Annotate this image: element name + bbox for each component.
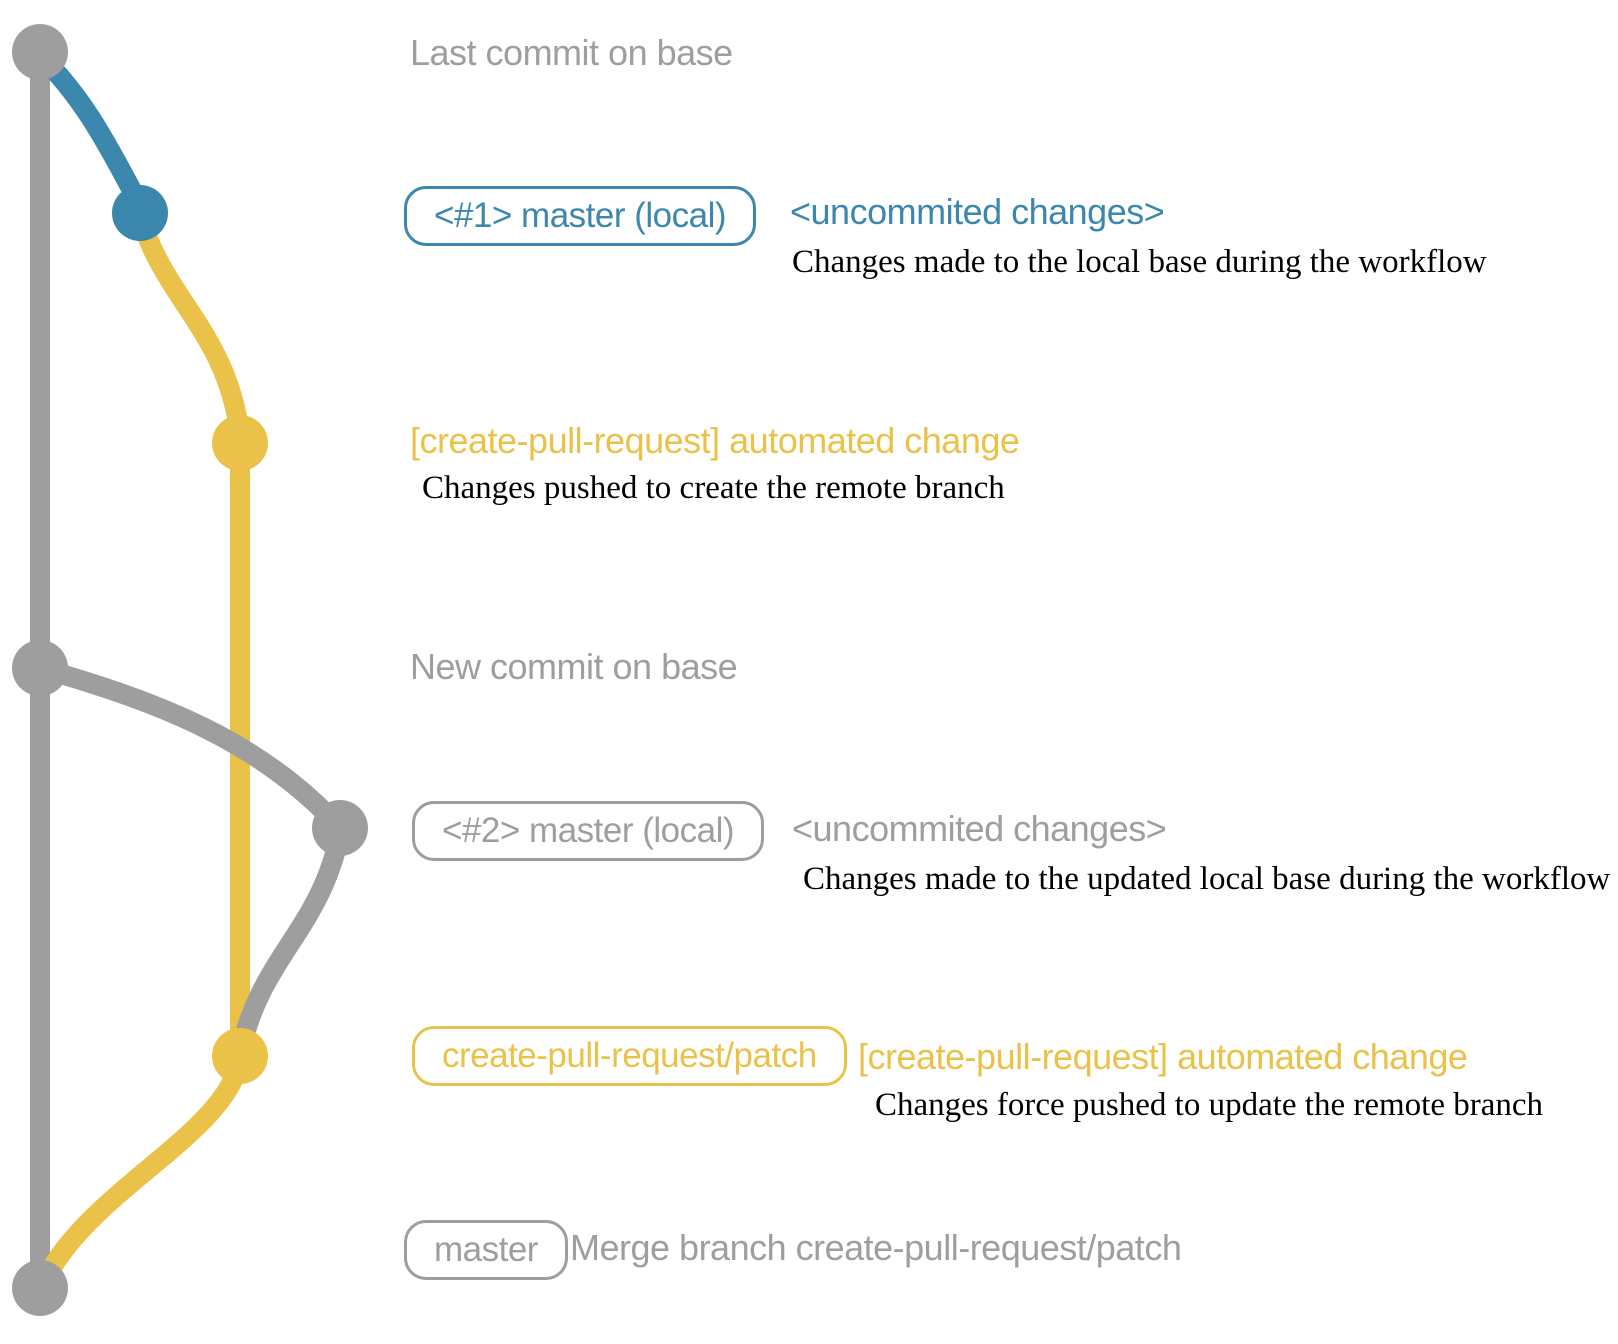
patch-branch-edge-1 xyxy=(130,206,249,438)
label-new-commit-on-base: New commit on base xyxy=(410,646,738,687)
label-last-commit-on-base: Last commit on base xyxy=(410,32,733,73)
commit-message-automated-1: [create-pull-request] automated change xyxy=(410,420,1020,461)
branch-badge-patch: create-pull-request/patch xyxy=(412,1026,847,1086)
branch-badge-master-local-1: <#1> master (local) xyxy=(404,186,757,246)
commit-node-last-base xyxy=(12,24,68,80)
commit-message-merge: Merge branch create-pull-request/patch xyxy=(570,1227,1182,1268)
commit-note-4: Changes force pushed to update the remot… xyxy=(875,1087,1544,1123)
commit-graph xyxy=(12,24,368,1316)
commit-node-new-base xyxy=(12,640,68,696)
commit-message-uncommited-1: <uncommited changes> xyxy=(790,191,1165,232)
base-to-local2-edge xyxy=(30,658,350,838)
branch-badge-label: master xyxy=(434,1230,538,1269)
commit-note-3: Changes made to the updated local base d… xyxy=(803,861,1611,897)
commit-node-patch1 xyxy=(212,415,268,471)
commit-note-1: Changes made to the local base during th… xyxy=(792,244,1487,280)
local2-to-patch-edge xyxy=(231,822,350,1060)
commit-node-local2 xyxy=(312,800,368,856)
branch-badge-label: <#2> master (local) xyxy=(442,811,735,850)
commit-note-2: Changes pushed to create the remote bran… xyxy=(422,470,1005,506)
commit-node-local1 xyxy=(112,185,168,241)
branch-badge-label: create-pull-request/patch xyxy=(442,1036,817,1075)
commit-node-merge xyxy=(12,1260,68,1316)
commit-message-automated-2: [create-pull-request] automated change xyxy=(858,1036,1468,1077)
commit-node-patch2 xyxy=(212,1028,268,1084)
branch-badge-master-local-2: <#2> master (local) xyxy=(412,801,765,861)
branch-badge-master-merged: master xyxy=(404,1220,568,1280)
patch-to-merge-edge xyxy=(35,1050,250,1290)
local-branch-edge-1 xyxy=(30,45,148,212)
branch-badge-label: <#1> master (local) xyxy=(434,196,727,235)
commit-message-uncommited-2: <uncommited changes> xyxy=(792,808,1167,849)
